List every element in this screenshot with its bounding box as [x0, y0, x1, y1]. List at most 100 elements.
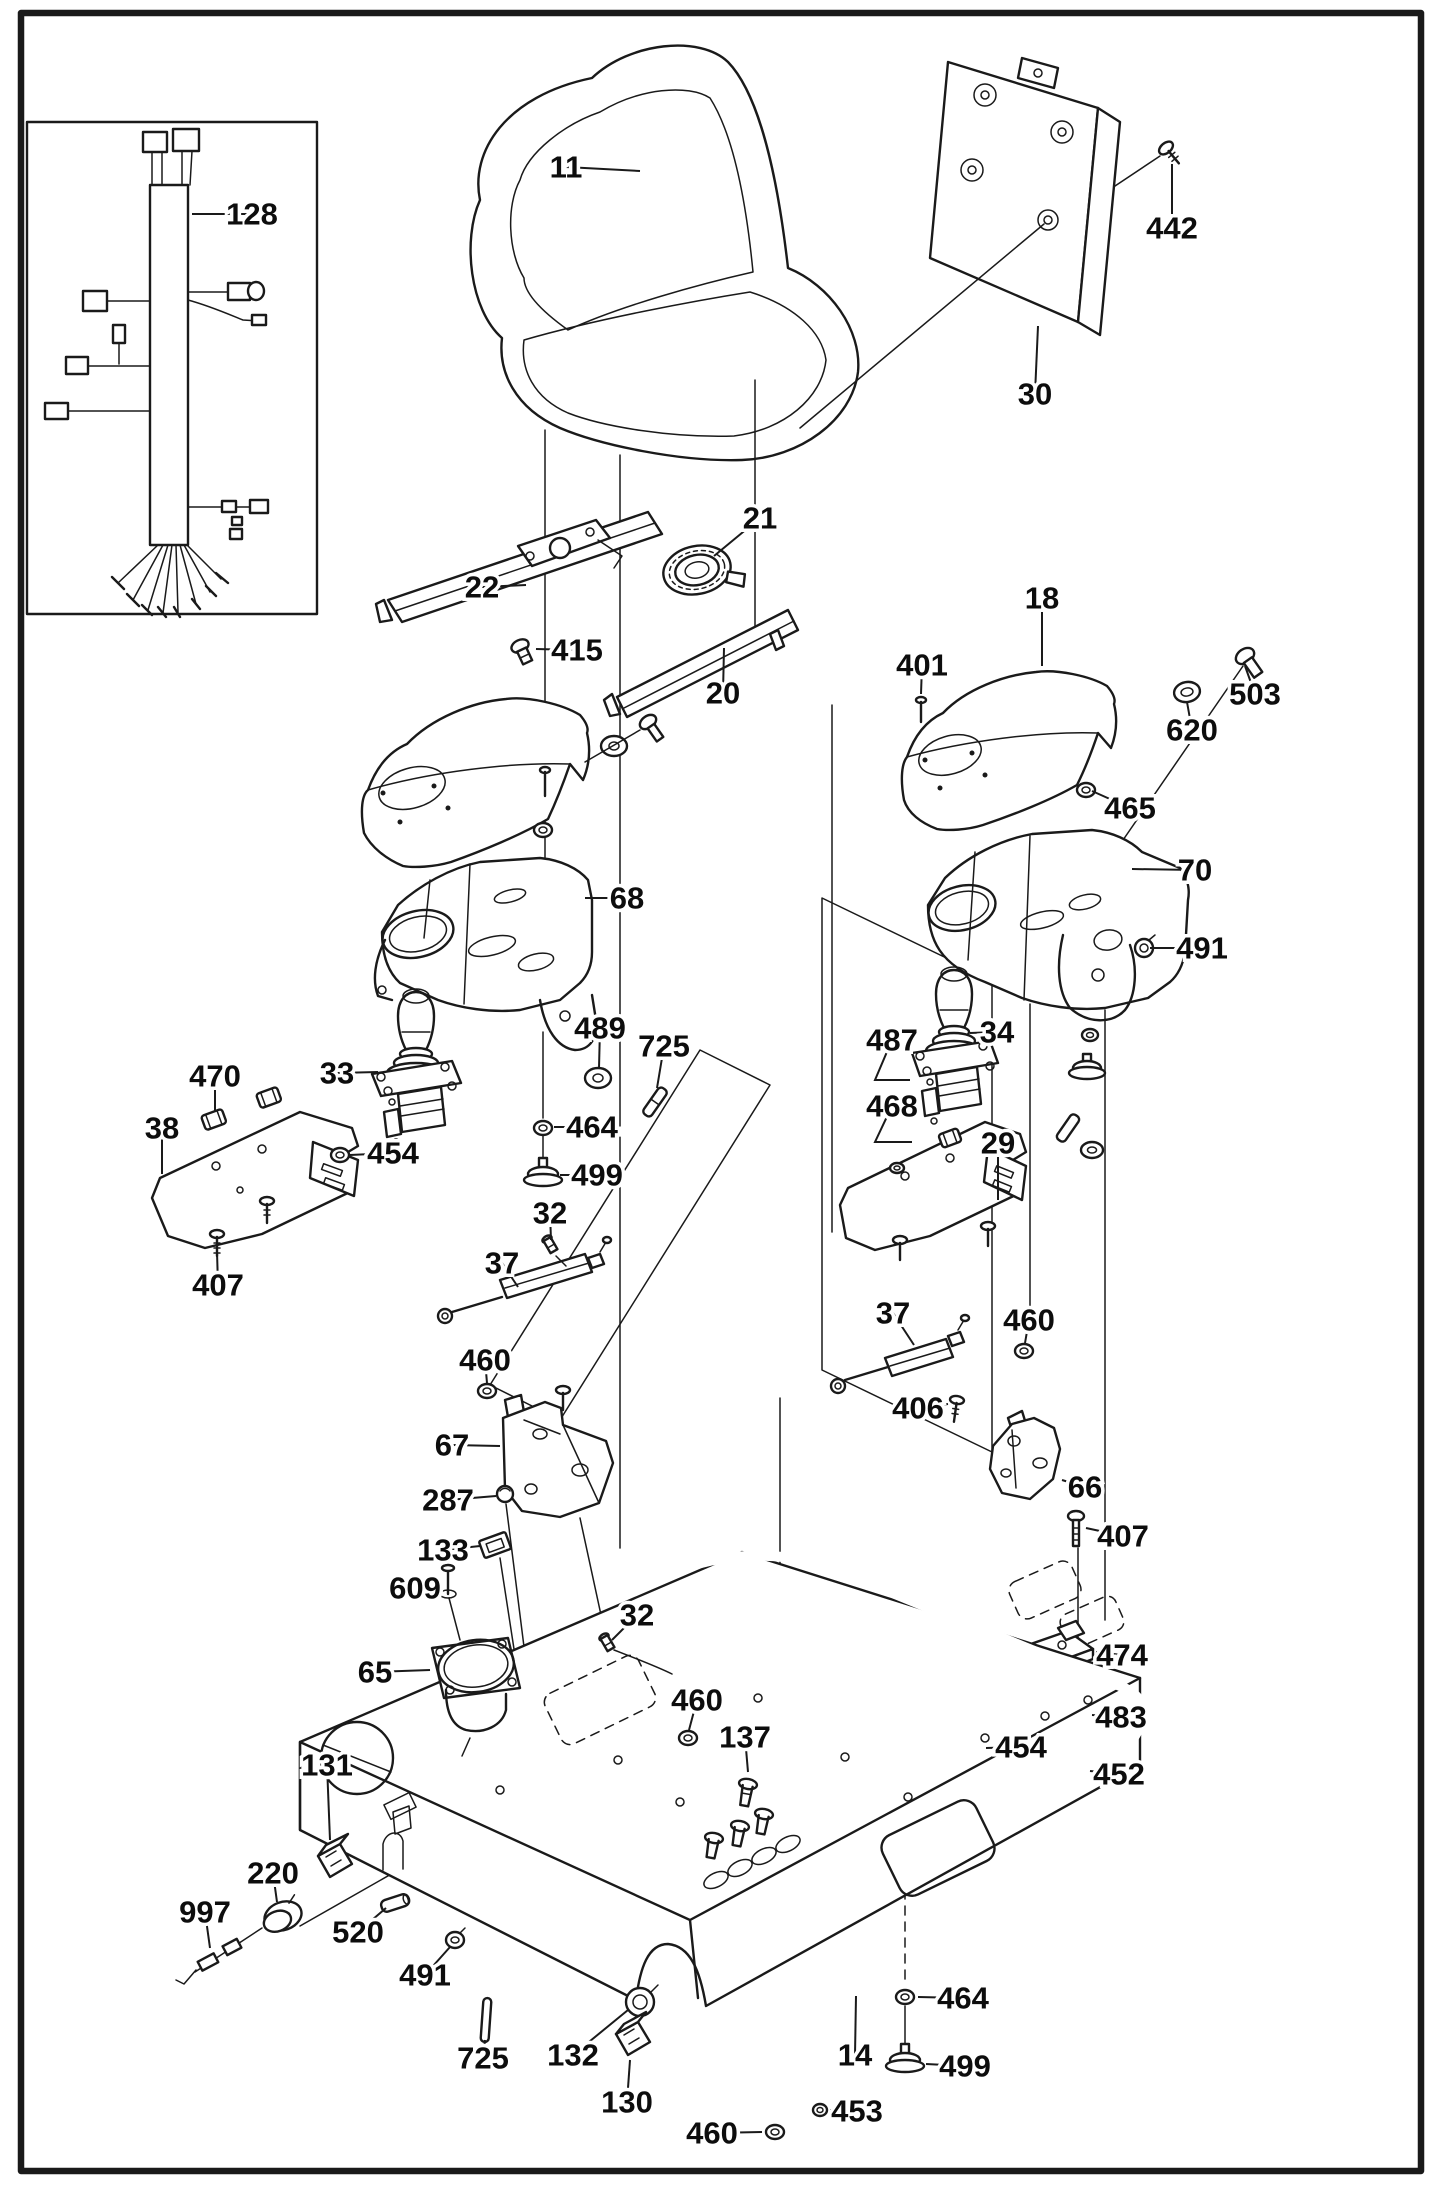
fitting-32b-drawing: [598, 1632, 616, 1653]
callout-label-468: 468: [866, 1089, 918, 1124]
callout-leader-499b: [925, 2063, 966, 2067]
callout-leader-30: [1034, 325, 1039, 395]
callout-leader-997: [204, 1911, 211, 1949]
callout-label-30: 30: [1018, 377, 1052, 412]
console-right-70: [926, 828, 1190, 1160]
callout-label-11: 11: [550, 150, 583, 185]
callout-label-37b: 37: [876, 1296, 910, 1331]
callout-leader-37a: [501, 1262, 519, 1288]
callout-leader-66: [1061, 1479, 1086, 1488]
front-left-parts: [175, 1893, 659, 2057]
pin-520-drawing: [379, 1893, 411, 1913]
mount-plate-29: [838, 1120, 1028, 1262]
inset-box: [25, 120, 319, 619]
callout-leader-460a: [1024, 1319, 1030, 1344]
callout-leader-407a: [216, 1251, 219, 1286]
callout-leader-34: [969, 1031, 998, 1034]
gas-strut-right-37: [829, 1313, 971, 1395]
armrest-right-18: [900, 670, 1118, 832]
nut-464b-drawing: [894, 1988, 916, 2006]
callout-label-37a: 37: [485, 1246, 519, 1281]
callout-leader-483: [1091, 1714, 1122, 1718]
callout-leader-32b: [611, 1614, 638, 1641]
callout-label-33: 33: [320, 1056, 354, 1091]
callout-label-20: 20: [706, 676, 740, 711]
callout-label-407a: 407: [192, 1268, 244, 1303]
callout-label-220: 220: [247, 1856, 299, 1891]
callout-leader-452: [1089, 1770, 1120, 1775]
callout-leader-520: [357, 1907, 387, 1933]
callout-label-68: 68: [610, 881, 644, 916]
under-frame-fasteners: [329, 1146, 926, 2141]
callout-label-38: 38: [145, 1111, 179, 1146]
armrest-left-drawing: [360, 697, 665, 869]
screw-above-67: [554, 1384, 572, 1412]
callout-label-470: 470: [189, 1059, 241, 1094]
mount-plate-38: [150, 1086, 360, 1258]
callout-label-32b: 32: [620, 1598, 654, 1633]
callout-leader-725a: [656, 1045, 665, 1089]
callout-label-287: 287: [422, 1483, 474, 1518]
callout-label-128: 128: [226, 197, 278, 232]
callout-leader-70: [1131, 868, 1196, 871]
callout-leader-220: [272, 1872, 278, 1903]
callout-leader-468: [873, 1105, 912, 1143]
callout-label-460b: 460: [459, 1343, 511, 1378]
plug-132-drawing: [624, 1984, 659, 2018]
callout-label-487: 487: [866, 1023, 918, 1058]
seat-rail-22: [374, 510, 664, 624]
bolt-415: [510, 638, 534, 666]
callout-label-452: 452: [1093, 1757, 1145, 1792]
callout-label-29: 29: [981, 1126, 1015, 1161]
page-border: [17, 9, 1425, 2175]
callout-label-453: 453: [831, 2094, 883, 2129]
valve-609-drawing: [439, 1563, 457, 1599]
callout-label-997: 997: [179, 1895, 231, 1930]
callout-label-132: 132: [547, 2038, 599, 2073]
seat-rail-20: [602, 608, 800, 719]
callout-label-491b: 491: [399, 1958, 451, 1993]
callout-label-137: 137: [719, 1720, 771, 1755]
callout-leader-620: [1186, 701, 1193, 731]
nut-460d-drawing: [764, 2123, 786, 2141]
callout-leader-137: [744, 1736, 749, 1773]
plunger-137-drawing: [737, 1777, 759, 1808]
callout-label-474: 474: [1096, 1638, 1148, 1673]
adjuster-knob-21: [662, 544, 747, 596]
nut-453-drawing: [811, 2102, 829, 2118]
callout-leader-33: [336, 1071, 379, 1074]
cap-65-group: [430, 1484, 522, 1757]
callout-leader-131: [326, 1764, 331, 1841]
callout-label-131: 131: [301, 1748, 353, 1783]
callout-label-66: 66: [1068, 1470, 1102, 1505]
bracket-66: [948, 1342, 1062, 1501]
ghost-sheet-left: [489, 1049, 771, 1421]
callout-label-415: 415: [551, 633, 603, 668]
callout-leader-130: [626, 2059, 631, 2103]
callout-leader-20: [722, 647, 725, 694]
callout-label-401: 401: [896, 648, 948, 683]
plug-287-drawing: [495, 1484, 515, 1504]
cable-997-drawing: [175, 1927, 263, 1985]
callout-leader-406: [917, 1403, 949, 1409]
callout-leader-474: [1095, 1651, 1123, 1656]
callout-label-14: 14: [838, 2038, 873, 2073]
bolt-407b-drawing: [1066, 1509, 1086, 1548]
callout-leader-609: [414, 1584, 441, 1589]
nut-465-drawing: [1075, 781, 1097, 799]
foot-499b-drawing: [884, 2042, 926, 2074]
switch-131-drawing: [316, 1832, 354, 1879]
callout-label-32a: 32: [533, 1196, 567, 1231]
callout-label-491a: 491: [1176, 931, 1228, 966]
callout-leader-454b: [985, 1746, 1022, 1749]
fitting-32a-drawing: [541, 1234, 559, 1255]
callout-label-499a: 499: [571, 1158, 623, 1193]
callout-leader-487: [873, 1039, 910, 1081]
callout-leader-22: [481, 584, 527, 588]
callout-layer: 1281144230212241520184015036204657068491…: [141, 146, 1284, 2154]
screw-442: [1157, 140, 1181, 165]
back-plate-drawing: [799, 56, 1181, 429]
joystick-right-34: [910, 966, 1000, 1125]
callout-label-464b: 464: [937, 1981, 989, 2016]
